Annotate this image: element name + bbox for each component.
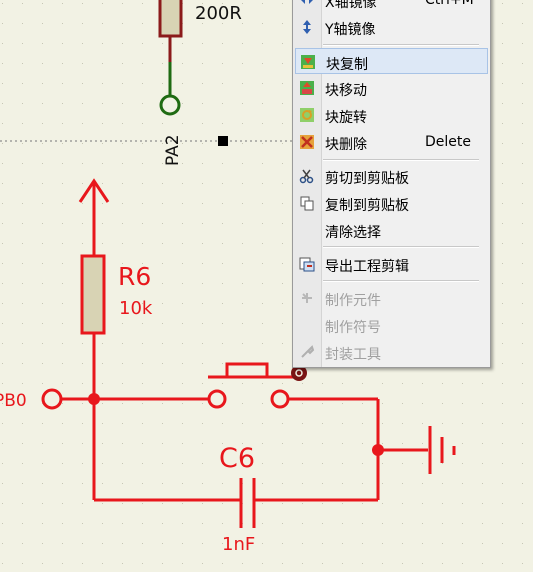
push-button-switch[interactable] (207, 362, 378, 409)
rotate-handle-icon[interactable] (291, 365, 307, 381)
menu-item-copy-to-clipboard[interactable]: 复制到剪贴板 (295, 190, 488, 216)
menu-item-label: 封装工具 (325, 347, 381, 363)
export-icon (299, 256, 315, 272)
block-copy-icon (300, 54, 316, 70)
menu-item-label: 块删除 (325, 137, 367, 153)
menu-item-label: 块旋转 (325, 110, 367, 126)
menu-item-export-project-clip[interactable]: 导出工程剪辑 (295, 251, 488, 277)
make-device-icon (299, 290, 315, 306)
context-menu: X轴镜像 Ctrl+M Y轴镜像 块复制 块移动 块旋转 块删除 Delete (292, 0, 491, 368)
pa2-net-label: PA2 (163, 134, 183, 166)
packaging-tool-icon (299, 344, 315, 360)
switch-pin-left (207, 389, 227, 409)
r6-value-label: 10k (119, 298, 153, 319)
power-arrow-icon (78, 178, 110, 203)
menu-item-packaging-tool: 封装工具 (295, 339, 488, 365)
menu-item-shortcut: Delete (425, 134, 471, 150)
menu-item-label: X轴镜像 (325, 0, 377, 11)
mirror-x-icon (299, 0, 315, 8)
pb0-net-label: PB0 (0, 391, 27, 411)
menu-separator (323, 44, 479, 46)
copy-icon (299, 195, 315, 211)
menu-item-label: 制作符号 (325, 320, 381, 336)
switch-pin-right (270, 389, 290, 409)
menu-item-clear-selection[interactable]: 清除选择 (295, 217, 488, 243)
menu-item-cut-to-clipboard[interactable]: 剪切到剪贴板 (295, 163, 488, 189)
menu-item-block-rotate[interactable]: 块旋转 (295, 102, 488, 128)
menu-item-make-symbol: 制作符号 (295, 312, 488, 338)
c6-ref-label: C6 (219, 443, 255, 474)
mirror-y-icon (299, 19, 315, 35)
resistor-r6[interactable]: R6 10k (78, 178, 153, 399)
menu-separator (323, 280, 479, 282)
block-move-icon (299, 80, 315, 96)
menu-item-block-delete[interactable]: 块删除 Delete (295, 129, 488, 155)
menu-separator (323, 246, 479, 248)
menu-separator (323, 159, 479, 161)
resistor-200r-value: 200R (195, 3, 242, 24)
switch-cap (225, 362, 269, 377)
c6-value-label: 1nF (222, 534, 255, 555)
resistor-200r[interactable]: 200R PA2 (158, 0, 242, 166)
block-rotate-icon (299, 107, 315, 123)
menu-item-label: 清除选择 (325, 225, 381, 241)
menu-item-mirror-y[interactable]: Y轴镜像 (295, 14, 488, 40)
menu-item-label: Y轴镜像 (325, 22, 376, 38)
menu-item-block-copy[interactable]: 块复制 (295, 48, 488, 74)
resistor-200r-body (158, 0, 183, 38)
menu-item-label: 制作元件 (325, 293, 381, 309)
menu-item-block-move[interactable]: 块移动 (295, 75, 488, 101)
r6-body (80, 254, 106, 335)
pb0-net[interactable]: PB0 (0, 388, 208, 411)
r6-ref-label: R6 (118, 262, 151, 291)
menu-item-label: 导出工程剪辑 (325, 259, 409, 275)
menu-item-make-device: 制作元件 (295, 285, 488, 311)
menu-item-mirror-x[interactable]: X轴镜像 Ctrl+M (295, 0, 488, 13)
pb0-terminal (41, 388, 63, 410)
menu-item-label: 剪切到剪贴板 (325, 171, 409, 187)
block-delete-icon (299, 134, 315, 150)
capacitor-c6[interactable]: C6 1nF (92, 399, 378, 555)
menu-item-label: 复制到剪贴板 (325, 198, 409, 214)
menu-item-label: 块复制 (326, 57, 368, 73)
origin-marker (218, 136, 228, 146)
scissors-icon (299, 168, 315, 184)
menu-item-label: 块移动 (325, 83, 367, 99)
ground-net[interactable] (372, 399, 456, 500)
pa2-pin-end (159, 94, 181, 116)
menu-item-shortcut: Ctrl+M (425, 0, 474, 8)
